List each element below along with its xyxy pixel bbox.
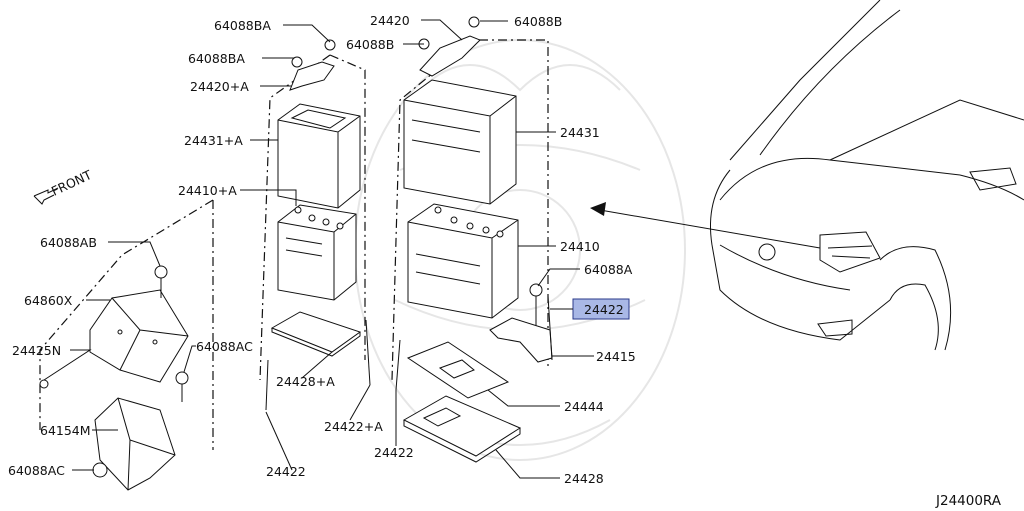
diagram-reference-code: J24400RA [935, 493, 1002, 509]
label-24420A: 24420+A [190, 79, 249, 94]
highlighted-part-24422: 24422 [550, 298, 630, 320]
support-bracket-64860x [89, 289, 189, 383]
label-64088B-top: 64088B [514, 14, 562, 29]
label-24428A: 24428+A [276, 374, 335, 389]
label-24425N: 24425N [12, 343, 61, 358]
label-24422-b1: 24422 [266, 464, 306, 479]
battery-cover-a [277, 103, 361, 209]
label-64860X: 64860X [24, 293, 73, 308]
hold-down-bracket [418, 16, 481, 77]
label-64088AB: 64088AB [40, 235, 97, 250]
leader-lines [43, 19, 594, 479]
insulator-pad [406, 341, 510, 399]
label-24428: 24428 [564, 471, 604, 486]
label-64154M: 64154M [40, 423, 91, 438]
label-24410A: 24410+A [178, 183, 237, 198]
label-24422A: 24422+A [324, 419, 383, 434]
front-label: FRONT [49, 167, 94, 199]
label-64088A: 64088A [584, 262, 633, 277]
bracket-64154m [94, 397, 176, 491]
battery-clamp-bracket [489, 283, 553, 363]
label-24431: 24431 [560, 125, 600, 140]
label-64088BA-2: 64088BA [188, 51, 245, 66]
label-64088AC-1: 64088AC [196, 339, 253, 354]
battery-tray-a [270, 311, 362, 357]
battery-a [277, 204, 357, 301]
label-24420-top: 24420 [370, 13, 410, 28]
front-direction-arrow: FRONT [33, 167, 94, 205]
hold-down-rods-left [265, 319, 371, 411]
label-24422-highlight: 24422 [584, 302, 624, 317]
label-64088B-2: 64088B [346, 37, 394, 52]
battery-tray [402, 395, 522, 463]
hold-down-rods-right [395, 295, 553, 391]
battery [407, 203, 519, 319]
hold-down-bracket-a [289, 39, 336, 91]
location-arrow [590, 202, 821, 249]
label-24422-b2: 24422 [374, 445, 414, 460]
battery-cover [403, 79, 517, 205]
label-24431A: 24431+A [184, 133, 243, 148]
label-64088BA-top: 64088BA [214, 18, 271, 33]
label-24444: 24444 [564, 399, 604, 414]
label-64088AC-2: 64088AC [8, 463, 65, 478]
label-24415: 24415 [596, 349, 636, 364]
label-24410: 24410 [560, 239, 600, 254]
bolts-left [39, 265, 189, 478]
vehicle-outline [709, 0, 1024, 351]
